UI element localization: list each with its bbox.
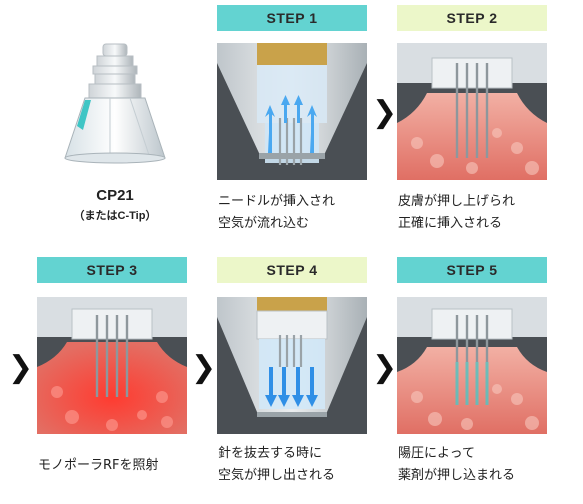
step-3-banner: STEP 3 bbox=[37, 257, 187, 283]
step-5-banner: STEP 5 bbox=[397, 257, 547, 283]
step-1-caption-line-1: ニードルが挿入され bbox=[218, 194, 336, 209]
arrow-step-3-to-4: ❯ bbox=[191, 350, 217, 385]
arrow-step-2-to-3: ❯ bbox=[8, 350, 34, 385]
step-5-caption-line-2: 薬剤が押し込まれる bbox=[398, 468, 516, 483]
step-2-caption-line-2: 正確に挿入される bbox=[398, 216, 503, 231]
step-1-banner: STEP 1 bbox=[217, 5, 367, 31]
step-4-panel bbox=[217, 297, 367, 434]
product-image bbox=[55, 30, 175, 180]
step-1-caption-line-2: 空気が流れ込む bbox=[218, 216, 310, 231]
step-4-banner: STEP 4 bbox=[217, 257, 367, 283]
step-2-caption-line-1: 皮膚が押し上げられ bbox=[398, 194, 516, 209]
step-3-panel bbox=[37, 297, 187, 434]
step-4-caption-line-1: 針を抜去する時に bbox=[218, 446, 323, 461]
step-1-panel bbox=[217, 43, 367, 180]
arrow-step-1-to-2: ❯ bbox=[372, 95, 398, 130]
product-subtitle: （またはC-Tip） bbox=[73, 210, 157, 222]
product-name: CP21 bbox=[96, 187, 134, 204]
step-4-caption-line-2: 空気が押し出される bbox=[218, 468, 336, 483]
step-2-banner: STEP 2 bbox=[397, 5, 547, 31]
step-2-panel bbox=[397, 43, 547, 180]
step-3-caption-line-1: モノポーラRFを照射 bbox=[38, 458, 159, 473]
step-5-caption-line-1: 陽圧によって bbox=[398, 446, 475, 461]
step-5-panel bbox=[397, 297, 547, 434]
arrow-step-4-to-5: ❯ bbox=[372, 350, 398, 385]
